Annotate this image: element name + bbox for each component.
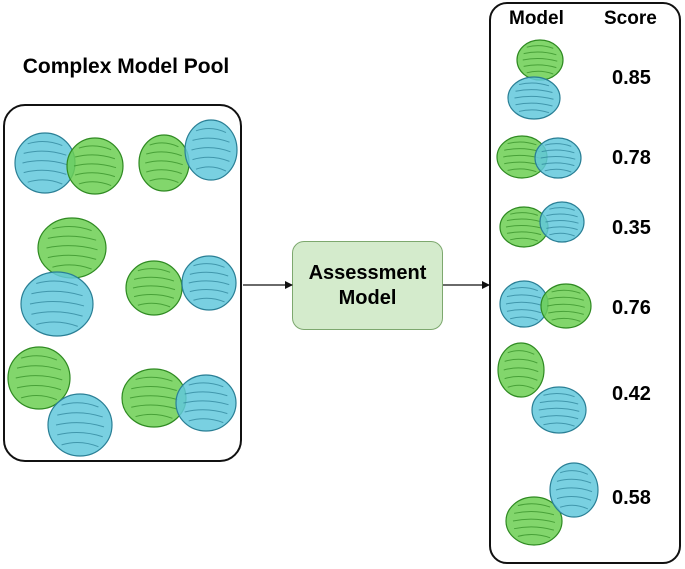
cyan-protein-chain-icon [20, 271, 94, 337]
cyan-protein-chain-icon [184, 119, 238, 181]
green-protein-chain-icon [37, 217, 107, 279]
score-value: 0.76 [612, 297, 651, 319]
green-protein-chain-icon [121, 368, 187, 428]
cyan-protein-chain-icon [531, 386, 587, 434]
score-value: 0.85 [612, 67, 651, 89]
green-protein-chain-icon [499, 206, 549, 248]
green-protein-chain-icon [516, 39, 564, 81]
green-protein-chain-icon [497, 342, 545, 398]
cyan-protein-chain-icon [175, 374, 237, 432]
green-protein-chain-icon [7, 346, 71, 410]
score-column-header: Score [604, 8, 657, 29]
green-protein-chain-icon [66, 137, 124, 195]
cyan-protein-chain-icon [181, 255, 237, 311]
green-protein-chain-icon [505, 496, 563, 546]
scored-models-box [489, 2, 681, 564]
model-column-header: Model [509, 8, 564, 29]
pool-title: Complex Model Pool [22, 55, 230, 78]
cyan-protein-chain-icon [534, 137, 582, 179]
cyan-protein-chain-icon [499, 280, 549, 328]
cyan-protein-chain-icon [507, 76, 561, 120]
score-value: 0.58 [612, 487, 651, 509]
green-protein-chain-icon [540, 283, 592, 329]
cyan-protein-chain-icon [47, 393, 113, 457]
cyan-protein-chain-icon [539, 201, 585, 243]
complex-model-pool-box [3, 104, 242, 462]
cyan-protein-chain-icon [14, 132, 76, 194]
assessment-model-box: Assessment Model [292, 241, 443, 330]
cyan-protein-chain-icon [549, 462, 599, 518]
green-protein-chain-icon [138, 134, 190, 192]
score-value: 0.78 [612, 147, 651, 169]
assessment-model-label: Assessment Model [308, 261, 427, 309]
score-value: 0.35 [612, 217, 651, 239]
score-value: 0.42 [612, 383, 651, 405]
green-protein-chain-icon [125, 260, 183, 316]
